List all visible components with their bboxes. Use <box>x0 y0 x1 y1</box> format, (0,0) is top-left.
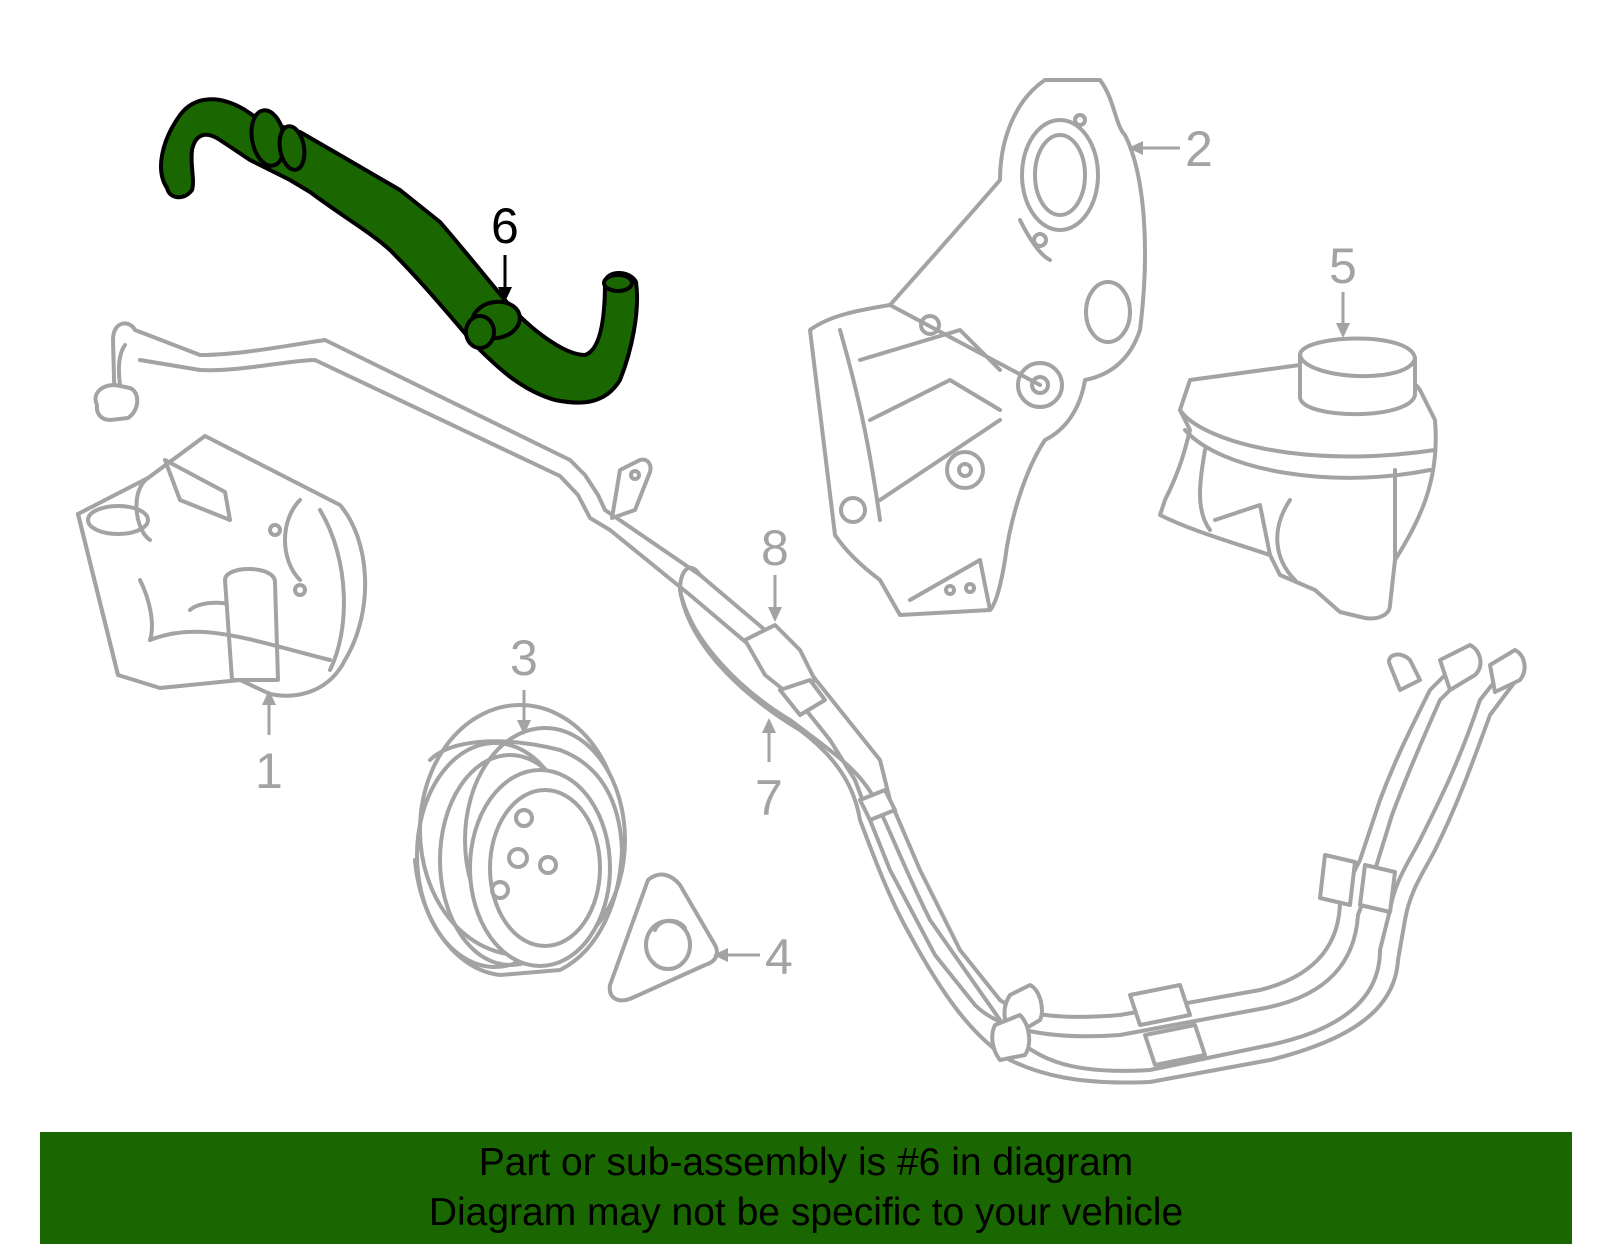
callout-5: 5 <box>1329 238 1357 338</box>
callout-8: 8 <box>761 520 789 622</box>
callout-5-label: 5 <box>1329 238 1357 294</box>
banner-line-disclaimer: Diagram may not be specific to your vehi… <box>428 1191 1184 1234</box>
part-2-bracket[interactable] <box>808 78 1147 617</box>
part-1-pump[interactable] <box>76 434 368 698</box>
callout-4-label: 4 <box>765 929 793 985</box>
callout-7-label: 7 <box>755 770 783 826</box>
part-5-reservoir[interactable] <box>1158 336 1438 621</box>
callout-2-label: 2 <box>1185 121 1213 177</box>
part-4-mount[interactable] <box>607 872 719 1003</box>
callout-6: 6 <box>491 198 519 302</box>
part-6-hose-highlighted[interactable] <box>159 97 640 405</box>
callout-8-label: 8 <box>761 520 789 576</box>
return-pipe[interactable] <box>93 321 767 652</box>
callout-3-label: 3 <box>510 630 538 686</box>
callout-4: 4 <box>713 929 793 985</box>
part-7-hose-assembly[interactable] <box>678 565 1527 1085</box>
callout-6-label: 6 <box>491 198 519 254</box>
callout-1-label: 1 <box>255 743 283 799</box>
callout-3: 3 <box>510 630 538 735</box>
callout-2: 2 <box>1128 121 1213 177</box>
callout-7: 7 <box>755 718 783 826</box>
info-banner: Part or sub-assembly is #6 in diagram Di… <box>40 1132 1572 1244</box>
banner-line-part: Part or sub-assembly is #6 in diagram <box>478 1141 1134 1184</box>
callout-1: 1 <box>255 690 283 799</box>
part-3-pulley[interactable] <box>413 703 627 977</box>
